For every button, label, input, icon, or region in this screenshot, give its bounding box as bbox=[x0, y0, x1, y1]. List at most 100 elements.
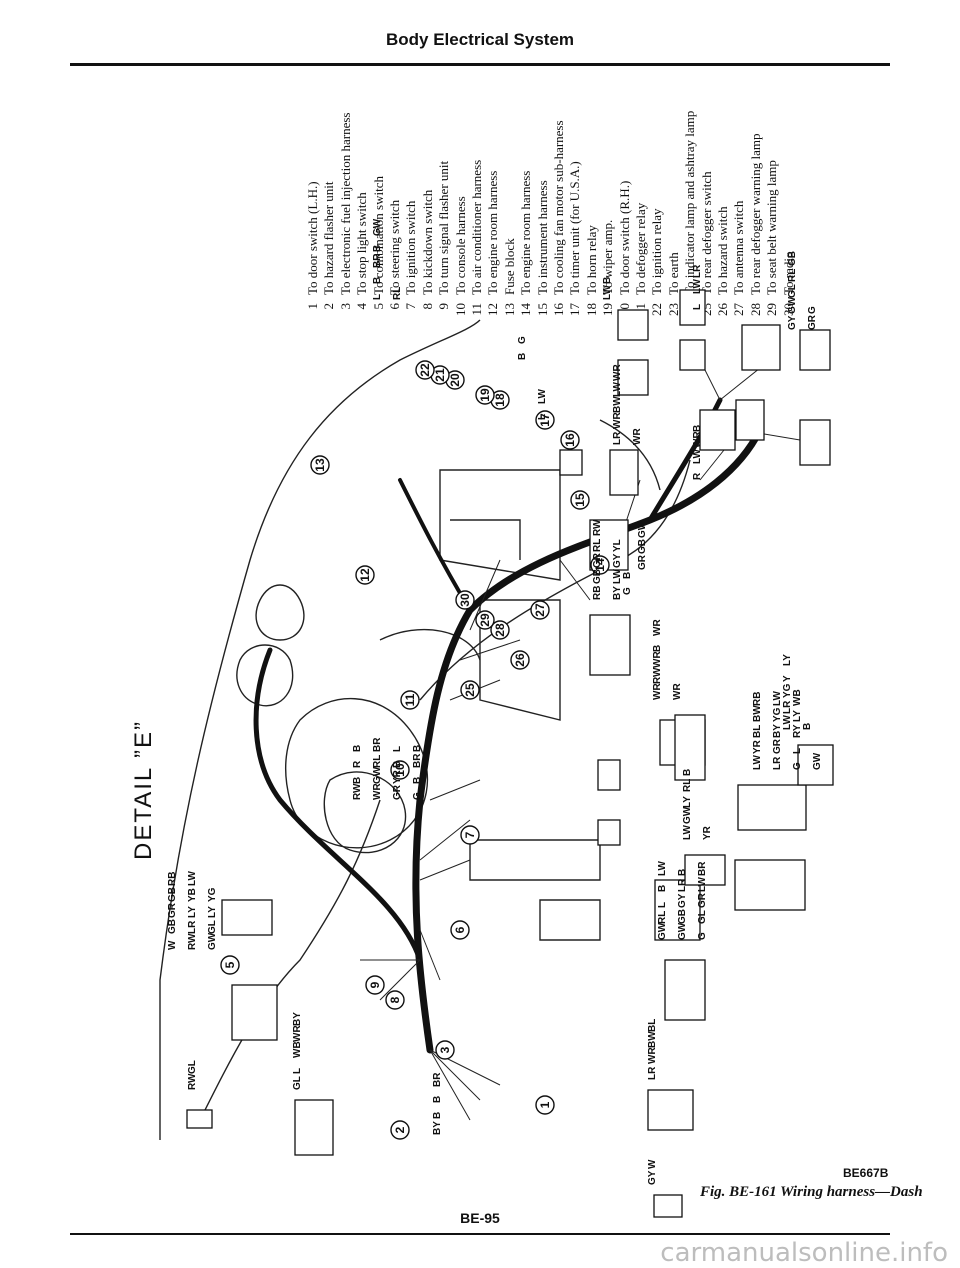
wire-color-label: RL bbox=[392, 287, 403, 300]
callout-number: 18 bbox=[493, 393, 507, 407]
callout-number: 29 bbox=[478, 613, 492, 627]
wire-color-label: WR bbox=[652, 683, 663, 700]
wire-color-label: Y bbox=[782, 675, 793, 682]
callout-circle bbox=[570, 490, 590, 510]
wire-color-label: LW bbox=[692, 278, 703, 294]
wire-color-label: BW bbox=[647, 1031, 658, 1048]
wire-color-label: RW bbox=[592, 519, 603, 536]
wire-color-label: LR bbox=[677, 878, 688, 892]
wire-color-label: RW bbox=[187, 933, 198, 950]
wire-color-label: LW bbox=[612, 381, 623, 397]
wire-color-label: RB bbox=[592, 586, 603, 600]
wire-color-label: WR bbox=[372, 783, 383, 800]
wire-color-label: B bbox=[682, 769, 693, 776]
callout-number: 1 bbox=[538, 1101, 552, 1108]
callout-number: 6 bbox=[453, 926, 467, 933]
callout-circle bbox=[475, 385, 495, 405]
wire-color-label: WR bbox=[612, 412, 623, 429]
wire-color-label: LY bbox=[682, 796, 693, 808]
wire-color-label: GW bbox=[637, 520, 648, 538]
wire-color-label: GW bbox=[372, 218, 383, 236]
wire-color-label: GR bbox=[592, 552, 603, 568]
wire-color-label: YG bbox=[782, 683, 793, 698]
wire-color-label: G bbox=[697, 932, 708, 940]
wire-color-label: GW bbox=[677, 922, 688, 940]
wire-color-label: L bbox=[792, 748, 803, 754]
callout-circle bbox=[385, 990, 405, 1010]
wire-color-label: BL bbox=[752, 725, 763, 738]
wire-color-label: YR bbox=[702, 825, 713, 840]
watermark: carmanualsonline.info bbox=[660, 1238, 948, 1268]
wire-color-label: LW bbox=[602, 284, 613, 300]
wire-color-label: GR bbox=[807, 314, 818, 330]
wire-color-label: B bbox=[802, 723, 813, 730]
wire-color-label: YG bbox=[772, 707, 783, 722]
callout-number: 17 bbox=[538, 413, 552, 427]
figure-code: BE667B bbox=[843, 1166, 889, 1180]
callout-number: 12 bbox=[358, 568, 372, 582]
wire-color-label: YB bbox=[187, 888, 198, 902]
wire-color-label: B bbox=[412, 777, 423, 784]
wire-color-label: RL bbox=[657, 911, 668, 924]
callout-number: 7 bbox=[463, 831, 477, 838]
wire-color-label: WR bbox=[672, 683, 683, 700]
wire-color-label: B bbox=[692, 425, 703, 432]
wire-color-label: GR bbox=[697, 892, 708, 908]
callout-number: 20 bbox=[448, 373, 462, 387]
callout-circle bbox=[355, 565, 375, 585]
wire-color-label: GW bbox=[812, 752, 823, 770]
callout-circle bbox=[400, 690, 420, 710]
wire-color-label: LR bbox=[187, 920, 198, 934]
callout-circle bbox=[415, 360, 435, 380]
wire-color-label: B bbox=[602, 277, 613, 284]
wire-color-label: RW bbox=[652, 667, 663, 684]
wire-color-label: B bbox=[372, 245, 383, 252]
callout-circle bbox=[365, 975, 385, 995]
wire-color-label: GY bbox=[677, 893, 688, 908]
wire-color-label: G bbox=[622, 587, 633, 595]
wire-color-label: L bbox=[392, 746, 403, 752]
callout-circle bbox=[535, 1095, 555, 1115]
wire-color-label: BR bbox=[432, 1072, 443, 1087]
wire-color-label: WR bbox=[652, 651, 663, 668]
callout-circle bbox=[475, 610, 495, 630]
wire-color-label: WR bbox=[292, 1025, 303, 1042]
wire-color-label: L bbox=[537, 414, 548, 420]
wire-color-label: GR bbox=[167, 902, 178, 918]
wire-color-label: BR bbox=[697, 861, 708, 876]
wire-color-label: B bbox=[372, 277, 383, 284]
callout-number: 27 bbox=[533, 603, 547, 617]
wire-color-label: BY bbox=[292, 1012, 303, 1026]
wire-color-label: YR bbox=[392, 769, 403, 784]
wire-color-label: BY bbox=[612, 586, 623, 600]
wire-color-label: YL bbox=[612, 539, 623, 552]
wire-color-label: GW bbox=[682, 806, 693, 824]
wire-color-label: BL bbox=[647, 1019, 658, 1032]
wire-color-label: LW bbox=[612, 568, 623, 584]
figure-caption: Fig. BE-161 Wiring harness—Dash bbox=[700, 1184, 923, 1200]
wire-color-label: BR bbox=[372, 253, 383, 268]
wire-color-label: R bbox=[692, 472, 703, 480]
wire-color-label: GB bbox=[677, 909, 688, 924]
wire-color-label: G bbox=[517, 336, 528, 344]
callout-number: 21 bbox=[433, 368, 447, 382]
wire-color-label: B bbox=[432, 1112, 443, 1119]
callout-circle bbox=[390, 760, 410, 780]
wire-color-label: LY bbox=[207, 906, 218, 918]
wire-color-label: GB bbox=[167, 919, 178, 934]
callout-circle bbox=[390, 1120, 410, 1140]
wire-color-label: RW bbox=[187, 1073, 198, 1090]
wire-color-label: WB bbox=[292, 1041, 303, 1058]
callout-circle bbox=[535, 410, 555, 430]
footer-rule bbox=[70, 1233, 890, 1235]
callout-number: 3 bbox=[438, 1046, 452, 1053]
callout-number: 19 bbox=[478, 388, 492, 402]
wire-color-label: G bbox=[412, 792, 423, 800]
wire-color-label: GB bbox=[592, 569, 603, 584]
wire-color-label: LW bbox=[772, 690, 783, 706]
callout-circle bbox=[450, 920, 470, 940]
wire-color-label: GY bbox=[612, 553, 623, 568]
wire-color-label: LW bbox=[782, 714, 793, 730]
